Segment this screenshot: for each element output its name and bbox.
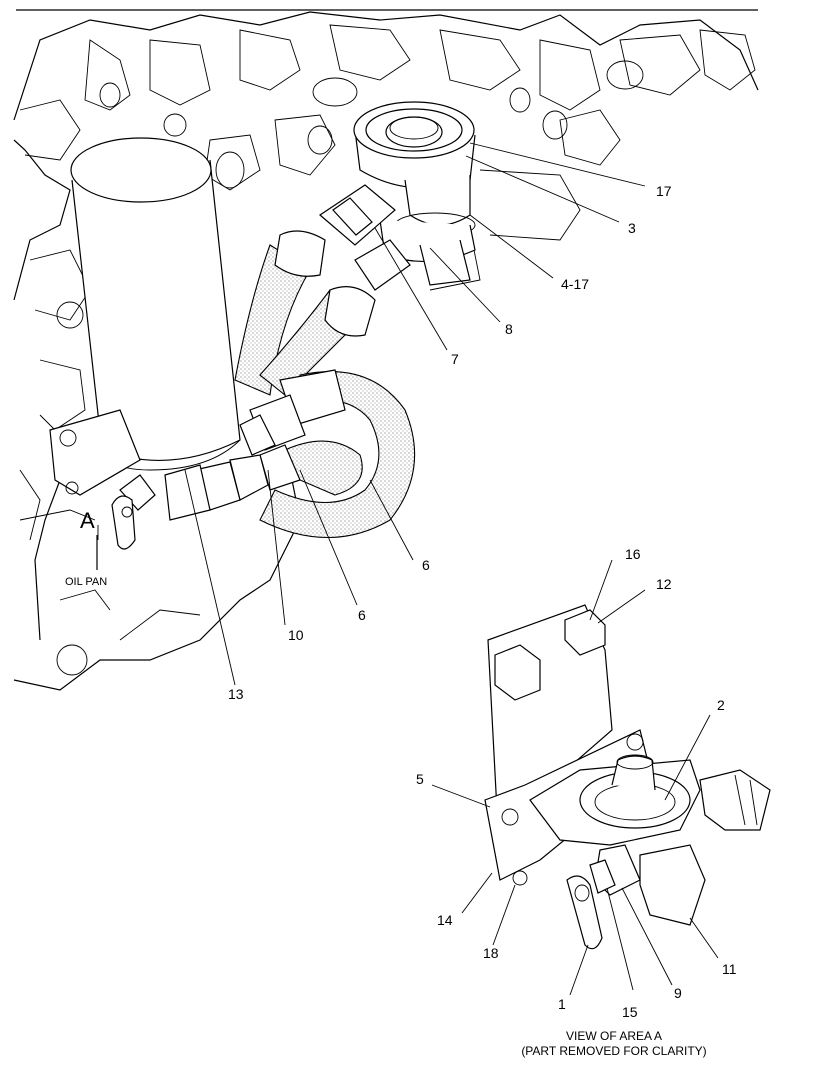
callout-8: 8	[505, 321, 513, 337]
detail-view-a	[484, 604, 771, 950]
caption-line-1: VIEW OF AREA A	[566, 1029, 662, 1043]
callout-10: 10	[288, 627, 304, 643]
callout-2: 2	[717, 697, 725, 713]
callout-15: 15	[622, 1004, 638, 1020]
callout-7: 7	[451, 351, 459, 367]
callout-6b: 6	[358, 607, 366, 623]
callout-5: 5	[416, 771, 424, 787]
callout-12: 12	[656, 576, 672, 592]
callout-3: 3	[628, 220, 636, 236]
callout-14: 14	[437, 912, 453, 928]
engine-block	[13, 9, 759, 691]
callout-1: 1	[558, 996, 566, 1012]
callout-4-17: 4-17	[561, 276, 589, 292]
callout-11: 11	[722, 961, 737, 977]
oil-filter-canister	[70, 137, 241, 471]
callout-13: 13	[228, 686, 244, 702]
callout-labels: 17 3 4-17 8 7 6 6 10 13 16 12 2 5 14 18 …	[228, 183, 737, 1020]
leader-lines	[184, 142, 719, 996]
view-marker-a: A OIL PAN	[65, 508, 107, 588]
callout-17: 17	[656, 183, 672, 199]
engine-mount-bracket	[49, 409, 156, 550]
view-marker-letter: A	[80, 508, 95, 533]
callout-6a: 6	[422, 557, 430, 573]
figure-caption: VIEW OF AREA A (PART REMOVED FOR CLARITY…	[521, 1029, 706, 1058]
callout-18: 18	[483, 945, 499, 961]
hose-fittings	[164, 184, 411, 521]
caption-line-2: (PART REMOVED FOR CLARITY)	[521, 1044, 706, 1058]
callout-16: 16	[625, 546, 641, 562]
callout-9: 9	[674, 985, 682, 1001]
oil-pan-label: OIL PAN	[65, 576, 107, 588]
filter-base-assembly	[353, 101, 476, 286]
